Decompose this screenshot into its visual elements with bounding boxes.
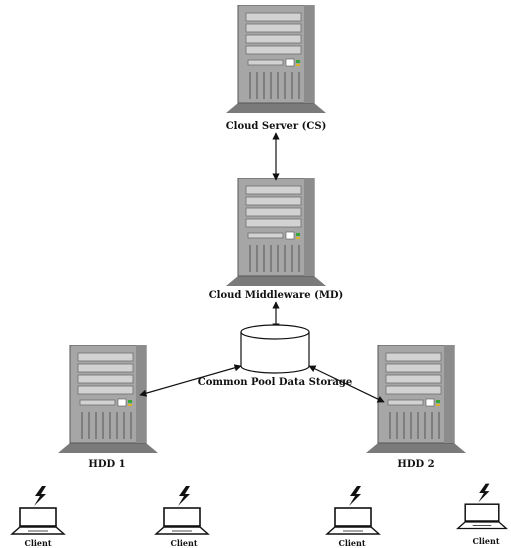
middleware-node: Cloud Middleware (MD) (209, 178, 344, 301)
storage-cylinder: Common Pool Data Storage (198, 324, 352, 388)
server-icon (58, 345, 158, 454)
client-label: Client (170, 538, 197, 548)
client-node: Client (155, 486, 209, 548)
middleware-label: Cloud Middleware (MD) (209, 290, 344, 301)
storage-hdd2-arrow (308, 365, 385, 403)
storage-hdd1-arrow (139, 364, 242, 397)
client-node: Client (11, 486, 65, 548)
laptop-icon (326, 486, 380, 535)
client-label: Client (338, 538, 365, 548)
server-icon (226, 5, 326, 114)
laptop-icon (456, 482, 508, 530)
hdd2-label: HDD 2 (397, 459, 434, 470)
laptop-icon (11, 486, 65, 535)
hdd1-label: HDD 1 (88, 459, 125, 470)
hdd2-node: HDD 2 (366, 345, 466, 470)
cloud-server-node: Cloud Server (CS) (226, 5, 327, 132)
client-node: Client (456, 482, 508, 546)
client-node: Client (326, 486, 380, 548)
laptop-icon (155, 486, 209, 535)
client-label: Client (472, 536, 499, 546)
server-icon (226, 178, 326, 287)
hdd1-node: HDD 1 (58, 345, 158, 470)
storage-label: Common Pool Data Storage (198, 377, 352, 388)
client-label: Client (24, 538, 51, 548)
cloud-server-label: Cloud Server (CS) (226, 121, 327, 132)
server-icon (366, 345, 466, 454)
